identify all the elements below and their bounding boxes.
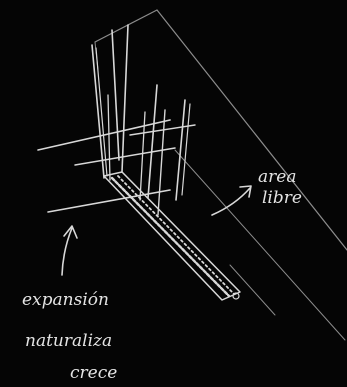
expansion-arrow [62,226,77,275]
area-label-line2: libre [262,188,302,208]
area-arrow [212,186,251,215]
block-outline [95,10,347,340]
vertical-growth-lines [92,25,190,215]
expansion-label-line1: expansión [22,290,109,310]
horizontal-lines [38,120,195,212]
expansion-strip [104,172,240,300]
expansion-label-line3: crece [70,363,117,383]
area-label-line1: area [258,167,296,187]
expansion-label-line2: naturaliza [25,331,112,351]
